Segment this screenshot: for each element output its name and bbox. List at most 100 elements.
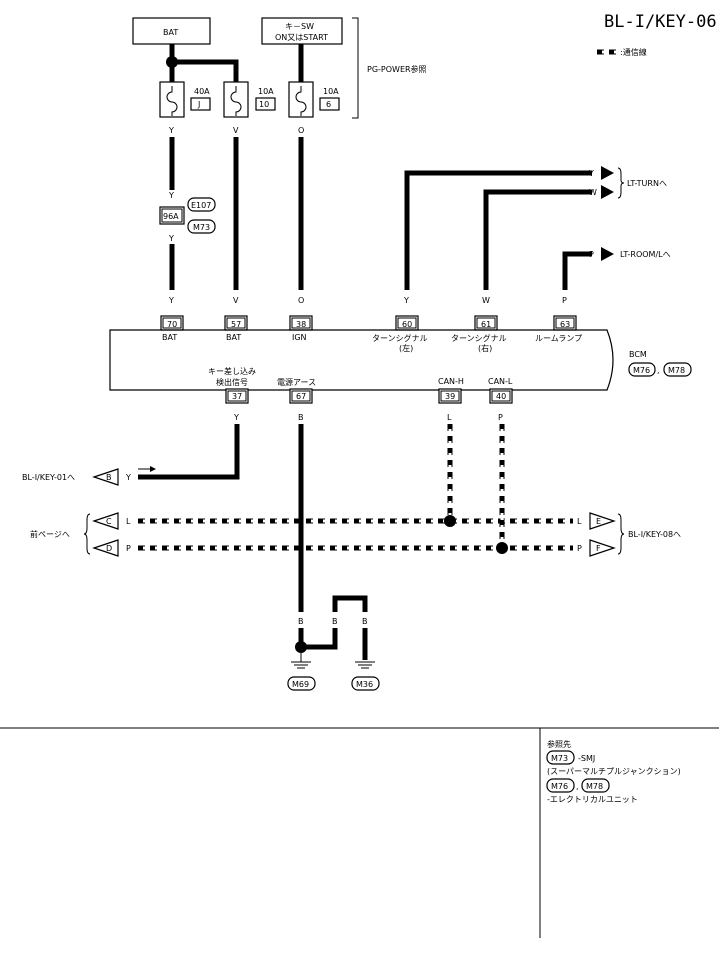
ref-m78: M78 [586, 782, 603, 791]
bcm-pin-40: 40 [496, 392, 506, 401]
bcm-pin-37: 37 [232, 392, 242, 401]
bcm-pin-63-wire: P [562, 296, 567, 305]
ground-wire-b1: B [298, 617, 304, 626]
bcm-pin-37-label-2: 検出信号 [216, 377, 248, 387]
reference-panel: 参照先 M73 -SMJ (スーパーマルチプルジャンクション) M76 , M7… [546, 739, 681, 804]
lt-room-wire-p: P [589, 250, 594, 259]
ref-m73-desc2: (スーパーマルチプルジャンクション) [547, 767, 681, 776]
fuse-10a-ign: 10A 6 O [288, 81, 340, 135]
bcm-pin-70-label: BAT [162, 333, 177, 342]
ground-wire-b3: B [362, 617, 368, 626]
bcm-pin-38-wire: O [298, 296, 304, 305]
key01-marker: B [106, 473, 112, 482]
bcm-pin-61-sub: (右) [478, 343, 492, 353]
bat-source: BAT [132, 17, 211, 45]
junction-conn-m73: M73 [193, 223, 210, 232]
bcm-pin-39: 39 [445, 392, 455, 401]
bcm-pin-67: 67 [296, 392, 306, 401]
fuse-40a: 40A J Y [159, 81, 211, 135]
bcm-pin-61-label: ターンシグナル [451, 333, 507, 343]
bcm-pin-67-wire: B [298, 413, 304, 422]
can-l-line [138, 424, 573, 554]
key08-label: BL-I/KEY-08へ [628, 530, 681, 539]
ground-m69: M69 [287, 653, 316, 691]
bcm-pin-37-label-1: キー差し込み [208, 366, 256, 376]
bcm-pin-61: 61 [481, 320, 491, 329]
bcm-pin-38-label: IGN [292, 333, 307, 342]
bcm-conn-m76: M76 [633, 366, 650, 375]
bcm-pin-57-label: BAT [226, 333, 241, 342]
bcm-pin-60-label: ターンシグナル [372, 333, 428, 343]
ref-m73: M73 [551, 754, 568, 763]
bcm-bottom-pins: キー差し込み 検出信号 37 Y 電源アース 67 B CAN-H 39 L C… [208, 366, 513, 422]
bcm-conn-m78: M78 [668, 366, 685, 375]
key08-wire-p: P [577, 544, 582, 553]
fuse-10a-bat-wire: V [233, 126, 239, 135]
lt-turn-wire-w: W [589, 188, 597, 197]
lt-turn-wire-y: Y [588, 169, 594, 178]
fuse-10a-bat: 10A 10 V [223, 81, 276, 135]
junction-pin: 96A [163, 212, 179, 221]
fuse-10a-ign-id: 6 [326, 100, 331, 109]
comm-line-legend: :通信線 [597, 47, 647, 57]
bcm-top-pins: Y 70 BAT V 57 BAT O 38 IGN Y 60 ターンシグナル … [160, 296, 582, 353]
key08-wire-l: L [577, 517, 582, 526]
page-title: BL-I/KEY-06 [604, 12, 717, 32]
bcm-pin-57-wire: V [233, 296, 239, 305]
fuse-40a-id: J [197, 100, 200, 109]
fuse-10a-bat-amp: 10A [258, 87, 274, 96]
bcm-conn-comma: , [657, 366, 660, 375]
bcm-pin-61-wire: W [482, 296, 490, 305]
ground-m36: M36 [351, 661, 380, 691]
bcm-pin-40-label: CAN-L [488, 377, 513, 386]
keysw-label-1: キ－SW [285, 22, 314, 31]
bcm-body [109, 329, 614, 391]
ref-m73-desc: -SMJ [578, 754, 595, 763]
prev-marker-d: D [106, 544, 112, 553]
bcm-pin-39-wire: L [447, 413, 452, 422]
prev-marker-c: C [106, 517, 112, 526]
bcm-pin-57: 57 [231, 320, 241, 329]
bcm-pin-37-wire: Y [233, 413, 239, 422]
ground-m36-conn: M36 [356, 680, 373, 689]
bcm-pin-67-label: 電源アース [277, 378, 316, 387]
prev-wire-p: P [126, 544, 131, 553]
bcm-pin-38: 38 [296, 320, 306, 329]
bcm-pin-40-wire: P [498, 413, 503, 422]
ref-m76: M76 [551, 782, 568, 791]
bcm-pin-60: 60 [402, 320, 412, 329]
keysw-label-2: ON又はSTART [275, 33, 328, 42]
key01-label: BL-I/KEY-01へ [22, 473, 75, 482]
key-switch-source: キ－SW ON又はSTART [261, 17, 343, 45]
bcm-pin-60-wire: Y [403, 296, 409, 305]
ref-m76-desc: -エレクトリカルユニット [547, 795, 638, 804]
junction-wire-top: Y [168, 191, 174, 200]
fuse-40a-wire: Y [168, 126, 174, 135]
bcm-pin-70-wire: Y [168, 296, 174, 305]
bcm-pin-70: 70 [167, 320, 177, 329]
fuse-40a-amp: 40A [194, 87, 210, 96]
junction-conn-e107: E107 [191, 201, 211, 210]
fuse-10a-ign-wire: O [298, 126, 304, 135]
legend-label: :通信線 [620, 47, 647, 57]
bcm-pin-60-sub: (左) [399, 343, 413, 353]
ground-wire-b2: B [332, 617, 338, 626]
ref-comma: , [576, 782, 579, 791]
pg-power-ref: PG-POWER参照 [367, 64, 427, 74]
prev-wire-l: L [126, 517, 131, 526]
bcm-pin-63: 63 [560, 320, 570, 329]
lt-room-label: LT-ROOM/Lへ [620, 250, 671, 259]
fuse-10a-bat-id: 10 [259, 100, 269, 109]
pg-power-bracket: PG-POWER参照 [352, 17, 427, 119]
key01-wire: Y [125, 473, 131, 482]
lt-turn-label: LT-TURNへ [627, 179, 667, 188]
bcm-pin-63-label: ルームランプ [535, 334, 582, 343]
ground-m69-conn: M69 [292, 680, 309, 689]
bcm-pin-39-label: CAN-H [438, 377, 464, 386]
bcm-label: BCM [629, 350, 647, 359]
key08-marker-f: F [596, 544, 601, 553]
fuse-10a-ign-amp: 10A [323, 87, 339, 96]
junction-wire-bottom: Y [168, 234, 174, 243]
ref-title: 参照先 [547, 739, 571, 749]
